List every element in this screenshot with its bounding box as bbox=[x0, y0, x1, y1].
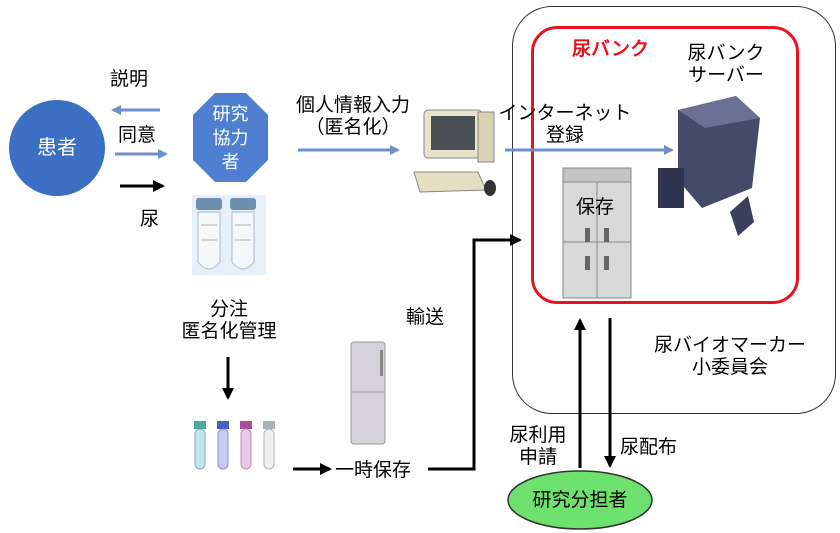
consent-label: 同意 bbox=[118, 124, 157, 146]
cooperator-label-line3: 者 bbox=[221, 152, 240, 173]
transport-arrow bbox=[428, 234, 522, 471]
computer-icon bbox=[413, 109, 496, 196]
urine-label: 尿 bbox=[140, 208, 160, 230]
committee-box bbox=[512, 6, 836, 414]
request-label-line2: 申請 bbox=[518, 446, 557, 468]
personal-info-label: 個人情報入力 （匿名化） bbox=[283, 94, 423, 138]
cooperator-label-line1: 研究 bbox=[212, 104, 249, 125]
server-label-line2: サーバー bbox=[688, 64, 764, 86]
cooperator-node bbox=[193, 93, 268, 182]
personal-info-line1: 個人情報入力 bbox=[295, 94, 410, 116]
researcher-label: 研究分担者 bbox=[532, 489, 628, 511]
committee-label-line2: 小委員会 bbox=[691, 356, 768, 378]
temp-storage-label: 一時保存 bbox=[335, 459, 412, 481]
internet-register-label: インターネット 登録 bbox=[495, 102, 635, 146]
cooperator-label: 研究 協力 者 bbox=[193, 103, 268, 175]
committee-label: 尿バイオマーカー 小委員会 bbox=[640, 334, 820, 378]
distribution-label: 尿配布 bbox=[620, 436, 678, 458]
request-label: 尿利用 申請 bbox=[500, 424, 576, 468]
request-label-line1: 尿利用 bbox=[509, 424, 567, 446]
aliquot-label: 分注 匿名化管理 bbox=[164, 298, 294, 342]
aliquot-label-line2: 匿名化管理 bbox=[181, 320, 277, 342]
server-icon bbox=[658, 96, 760, 236]
cooperator-label-line2: 協力 bbox=[212, 128, 249, 149]
transport-label: 輸送 bbox=[406, 306, 445, 328]
internet-register-line2: 登録 bbox=[545, 124, 584, 146]
storage-label: 保存 bbox=[576, 196, 615, 218]
bank-freezer-icon bbox=[562, 167, 632, 299]
researcher-node bbox=[507, 470, 653, 530]
personal-info-line2: （匿名化） bbox=[305, 116, 401, 138]
patient-node bbox=[9, 100, 105, 196]
aliquot-tubes-icon bbox=[194, 421, 275, 470]
bank-title: 尿バンク bbox=[572, 38, 649, 60]
patient-label: 患者 bbox=[37, 135, 77, 159]
server-label-line1: 尿バンク bbox=[687, 42, 765, 64]
internet-register-line1: インターネット bbox=[498, 102, 632, 124]
urine-container-icon bbox=[192, 195, 266, 275]
committee-label-line1: 尿バイオマーカー bbox=[653, 334, 806, 356]
urine-bank-box bbox=[531, 26, 799, 304]
aliquot-label-line1: 分注 bbox=[209, 298, 248, 320]
temp-fridge-icon bbox=[350, 341, 386, 445]
explanation-label: 説明 bbox=[110, 68, 149, 90]
server-label: 尿バンク サーバー bbox=[670, 42, 782, 86]
